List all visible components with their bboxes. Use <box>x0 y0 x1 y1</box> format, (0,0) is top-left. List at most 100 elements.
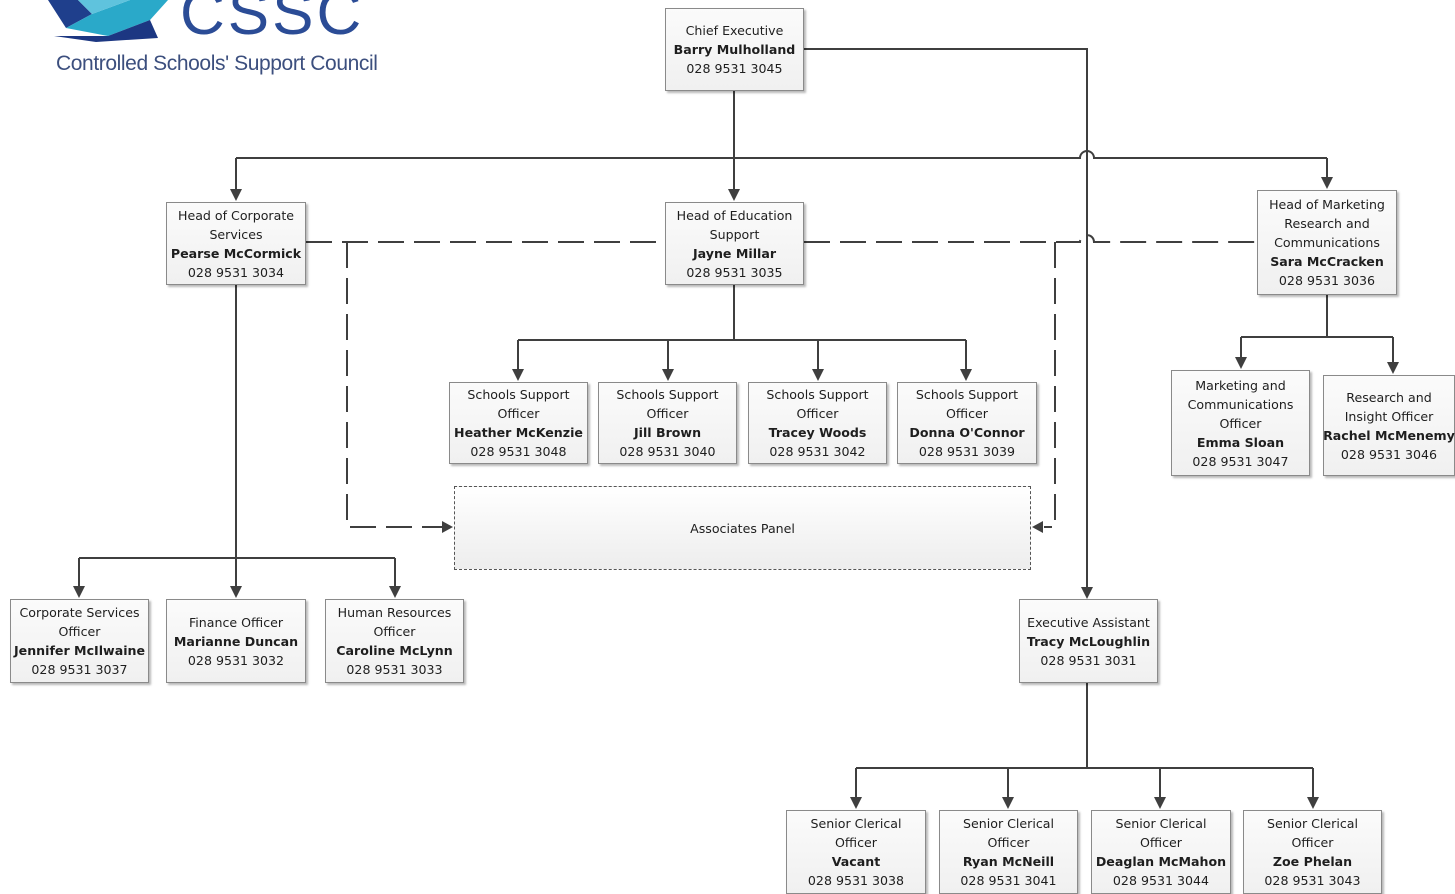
person-name: Sara McCracken <box>1270 254 1384 269</box>
role-title: Human Resources <box>337 605 452 620</box>
role-title: Officer <box>796 406 839 421</box>
role-title: Schools Support <box>467 387 570 402</box>
arrow-down-icon <box>512 369 524 381</box>
role-title: Officer <box>1140 835 1182 850</box>
arrow-down-icon <box>1081 587 1093 599</box>
arrow-down-icon <box>728 189 740 201</box>
role-title: Head of Education <box>676 207 793 223</box>
arrow-down-icon <box>389 586 401 598</box>
phone-number: 028 9531 3047 <box>1192 453 1289 469</box>
role-title: Marketing and <box>1195 377 1286 393</box>
person-name: Jayne Millar <box>692 245 777 261</box>
phone-number: 028 9531 3032 <box>187 652 285 668</box>
arrow-down-icon <box>1154 797 1166 809</box>
role-title: Research and <box>1346 389 1432 405</box>
role-title: Officer <box>987 835 1030 850</box>
person-name: Vacant <box>831 854 881 869</box>
connector-line <box>1044 242 1056 528</box>
role-title: Officer <box>497 406 540 421</box>
person-name: Pearse McCormick <box>170 245 302 261</box>
arrow-down-icon <box>960 369 972 381</box>
role-title: Officer <box>646 406 689 421</box>
role-title: Senior Clerical <box>1267 816 1358 831</box>
arrow-left-icon <box>1032 521 1043 533</box>
role-title: Schools Support <box>616 387 719 402</box>
phone-number: 028 9531 3034 <box>187 264 285 280</box>
role-title: Communications <box>1274 235 1380 250</box>
arrow-down-icon <box>1387 362 1399 374</box>
phone-number: 028 9531 3038 <box>807 873 905 888</box>
role-title: Insight Officer <box>1344 408 1434 424</box>
person-name: Deaglan McMahon <box>1095 854 1227 869</box>
person-name: Caroline McLynn <box>336 643 453 658</box>
phone-number: 028 9531 3037 <box>31 662 128 677</box>
connector-line <box>804 48 1088 588</box>
connector-line <box>804 234 1257 243</box>
arrow-down-icon <box>1307 797 1319 809</box>
role-title: Schools Support <box>766 387 869 402</box>
person-name: Tracy McLoughlin <box>1026 633 1151 649</box>
logo-wordmark: CSSC <box>180 0 365 48</box>
role-title: Communications <box>1187 396 1294 412</box>
arrow-down-icon <box>1321 177 1333 189</box>
arrow-down-icon <box>812 369 824 381</box>
phone-number: 028 9531 3041 <box>960 873 1057 888</box>
person-name: Ryan McNeill <box>962 854 1055 869</box>
person-name: Emma Sloan <box>1196 434 1285 450</box>
logo-organisation-name: Controlled Schools' Support Council <box>56 52 378 75</box>
logo-emblem-icon <box>48 0 168 42</box>
arrow-down-icon <box>662 369 674 381</box>
phone-number: 028 9531 3042 <box>769 444 866 459</box>
role-title: Officer <box>835 835 877 850</box>
phone-number: 028 9531 3039 <box>918 444 1016 459</box>
role-title: Head of Marketing <box>1269 197 1385 212</box>
arrow-down-icon <box>1002 797 1014 809</box>
associates-panel: Associates Panel <box>454 486 1031 570</box>
phone-number: 028 9531 3044 <box>1112 873 1210 888</box>
person-name: Barry Mulholland <box>673 42 796 57</box>
phone-number: 028 9531 3031 <box>1040 652 1137 668</box>
role-title: Officer <box>1291 835 1334 850</box>
role-title: Research and <box>1284 216 1370 231</box>
person-name: Zoe Phelan <box>1272 854 1353 869</box>
arrow-down-icon <box>1235 357 1247 369</box>
phone-number: 028 9531 3040 <box>619 444 716 459</box>
person-name: Tracey Woods <box>768 425 867 440</box>
person-name: Rachel McMenemy <box>1323 427 1455 443</box>
role-title: Officer <box>373 624 416 639</box>
arrow-right-icon <box>442 521 453 533</box>
arrow-down-icon <box>230 586 242 598</box>
phone-number: 028 9531 3033 <box>346 662 443 677</box>
role-title: Senior Clerical <box>810 816 902 831</box>
role-title: Senior Clerical <box>963 816 1054 831</box>
phone-number: 028 9531 3035 <box>686 264 783 280</box>
associates-panel-label: Associates Panel <box>690 520 795 536</box>
person-name: Jill Brown <box>633 425 702 440</box>
person-name: Donna O'Connor <box>909 425 1025 440</box>
arrow-down-icon <box>73 586 85 598</box>
connector-line <box>346 242 442 528</box>
arrow-down-icon <box>230 189 242 201</box>
role-title: Head of Corporate <box>177 207 295 223</box>
role-title: Officer <box>58 624 101 639</box>
role-title: Officer <box>946 406 988 421</box>
person-name: Heather McKenzie <box>454 425 583 440</box>
logo: CSSC Controlled Schools' Support Council <box>0 0 420 90</box>
connector-line <box>236 150 1327 159</box>
role-title: Services <box>209 226 263 242</box>
